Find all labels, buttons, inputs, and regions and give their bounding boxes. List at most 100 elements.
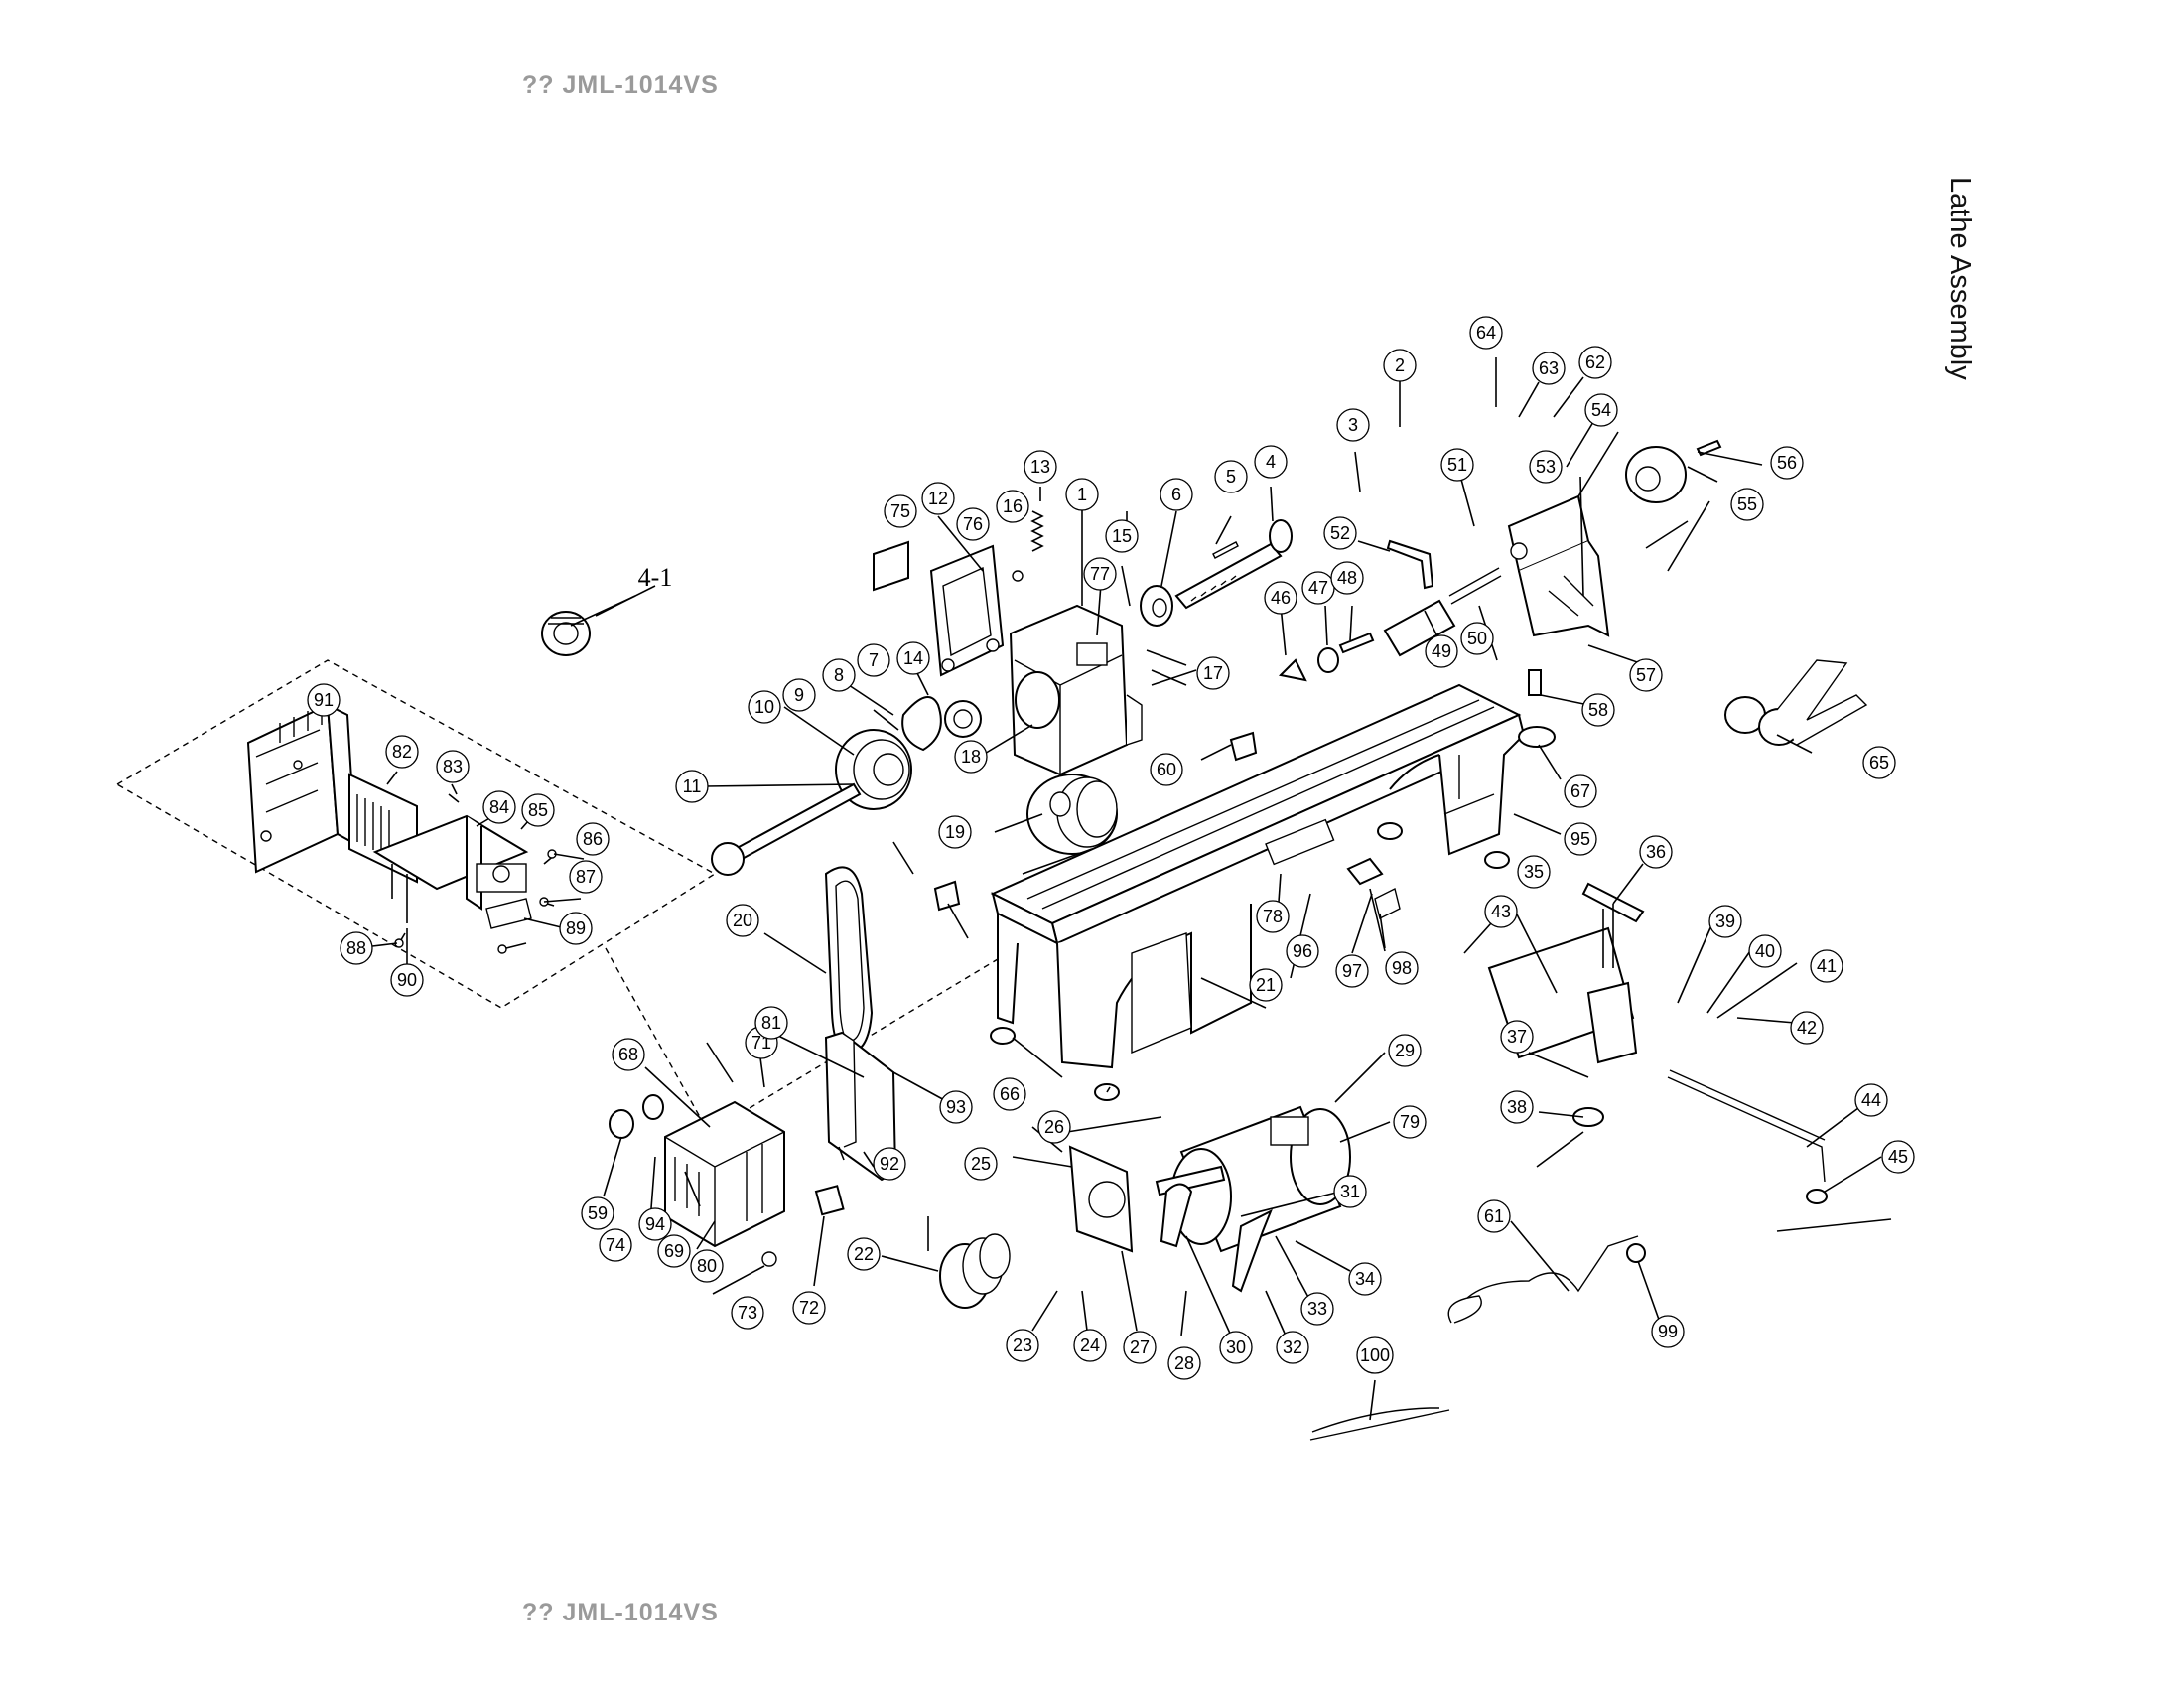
leader-lines — [312, 357, 1892, 1421]
callout-46: 46 — [1264, 581, 1297, 615]
callout-circle — [873, 1147, 906, 1181]
part-label-75: 75 — [890, 501, 910, 521]
knob-59 — [609, 1109, 634, 1139]
part-label-95: 95 — [1570, 829, 1590, 849]
part-label-13: 13 — [1030, 457, 1050, 477]
part-label-92: 92 — [880, 1154, 899, 1174]
part-label-3: 3 — [1348, 415, 1358, 435]
part-label-84: 84 — [489, 797, 509, 817]
part-label-5: 5 — [1226, 467, 1236, 487]
callout-circle — [638, 1207, 672, 1241]
callout-circle — [1333, 1175, 1367, 1208]
lathe-bed-21 — [990, 683, 1526, 1069]
callout-8: 8 — [822, 658, 856, 692]
callout-31: 31 — [1333, 1175, 1367, 1208]
foot-66 — [1377, 822, 1403, 840]
callout-circle — [1500, 1090, 1534, 1124]
callout-17: 17 — [1196, 656, 1230, 690]
part-label-37: 37 — [1507, 1027, 1527, 1047]
callout-circle — [1748, 934, 1782, 968]
plug-99 — [1626, 1243, 1646, 1263]
control-housing-91 — [246, 703, 357, 874]
part-label-49: 49 — [1432, 641, 1451, 661]
part-label-82: 82 — [392, 742, 412, 762]
belt-20 — [824, 866, 874, 1055]
part-label-50: 50 — [1467, 629, 1487, 648]
callout-18: 18 — [954, 740, 988, 774]
callout-37: 37 — [1500, 1020, 1534, 1054]
part-label-72: 72 — [799, 1298, 819, 1318]
quill-49 — [1383, 599, 1456, 657]
part-label-66: 66 — [1000, 1084, 1020, 1104]
callout-circle — [1256, 900, 1290, 933]
callout-circle — [581, 1196, 614, 1230]
callout-circle — [1532, 352, 1566, 385]
callout-circle — [731, 1296, 764, 1330]
stud-58 — [1528, 669, 1542, 696]
callout-84: 84 — [482, 790, 516, 824]
callout-40: 40 — [1748, 934, 1782, 968]
callout-68: 68 — [612, 1038, 645, 1071]
part-label-14: 14 — [903, 648, 923, 668]
callout-86: 86 — [576, 822, 610, 856]
callout-16: 16 — [996, 490, 1029, 523]
washer-67 — [1518, 726, 1556, 748]
part-label-24: 24 — [1080, 1336, 1100, 1355]
part-label-2: 2 — [1395, 355, 1405, 375]
callout-36: 36 — [1639, 835, 1673, 869]
part-label-18: 18 — [961, 747, 981, 767]
callout-circle — [1214, 460, 1248, 493]
part-label-19: 19 — [945, 822, 965, 842]
callout-circle — [1564, 774, 1597, 808]
callout-circle — [954, 740, 988, 774]
callout-circle — [1335, 954, 1369, 988]
part-label-83: 83 — [443, 757, 463, 776]
callout-14: 14 — [896, 641, 930, 675]
callout-69: 69 — [657, 1234, 691, 1268]
callout-circle — [1356, 1336, 1394, 1374]
callout-circle — [1578, 346, 1612, 379]
part-label-43: 43 — [1491, 902, 1511, 921]
part-label-97: 97 — [1342, 961, 1362, 981]
callout-97: 97 — [1335, 954, 1369, 988]
washer-38 — [1572, 1107, 1604, 1127]
callout-circle — [726, 904, 759, 937]
callout-29: 29 — [1388, 1034, 1422, 1067]
part-label-73: 73 — [738, 1303, 757, 1323]
part-label-100: 100 — [1360, 1345, 1390, 1365]
callout-19: 19 — [938, 815, 972, 849]
part-label-58: 58 — [1588, 700, 1608, 720]
leader-dashed — [734, 952, 1009, 1118]
callout-3: 3 — [1336, 408, 1370, 442]
callout-circle — [1006, 1329, 1039, 1362]
part-label-4: 4 — [1266, 452, 1276, 472]
callout-circle — [1150, 753, 1183, 786]
part-label-47: 47 — [1308, 578, 1328, 598]
part-label-61: 61 — [1484, 1206, 1504, 1226]
handwheel-10 — [835, 729, 912, 810]
callout-circle — [847, 1237, 881, 1271]
callout-52: 52 — [1323, 516, 1357, 550]
callout-50: 50 — [1460, 622, 1494, 655]
callout-circle — [1529, 450, 1563, 484]
callout-13: 13 — [1024, 450, 1057, 484]
callout-circle — [1460, 622, 1494, 655]
shaft-44 — [1667, 1069, 1826, 1183]
callout-circle — [1105, 519, 1139, 553]
callout-circle — [782, 678, 816, 712]
switch-97 — [1346, 857, 1384, 886]
handle-32 — [1231, 1208, 1273, 1293]
callout-43: 43 — [1484, 895, 1518, 928]
callout-circle — [1881, 1140, 1915, 1174]
part-label-12: 12 — [928, 489, 948, 508]
part-label-6: 6 — [1171, 485, 1181, 504]
callout-89: 89 — [559, 912, 593, 945]
headstock-1 — [1009, 604, 1143, 776]
callout-12: 12 — [921, 482, 955, 515]
callout-circle — [1584, 393, 1618, 427]
callout-circle — [1300, 1292, 1334, 1326]
callout-39: 39 — [1708, 905, 1742, 938]
callout-circle — [576, 822, 610, 856]
callout-61: 61 — [1477, 1199, 1511, 1233]
cord-61-loop — [1447, 1295, 1482, 1324]
